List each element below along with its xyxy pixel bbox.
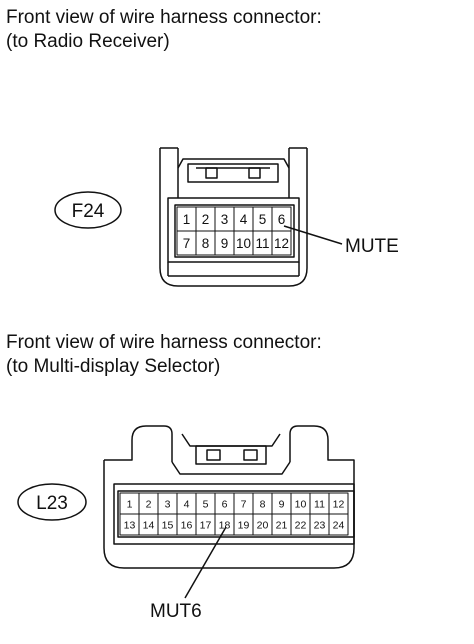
- pin-number: 1: [127, 499, 133, 511]
- caption-line-2: (to Multi-display Selector): [6, 356, 221, 377]
- pin-number: 23: [314, 520, 326, 532]
- pin-number: 6: [278, 212, 286, 227]
- pin-number: 24: [333, 520, 345, 532]
- connector-f24-badge: [54, 191, 122, 229]
- pin-number: 3: [165, 499, 171, 511]
- pin-number: 14: [143, 520, 155, 532]
- pin-number: 1: [183, 212, 191, 227]
- pin-number: 8: [260, 499, 266, 511]
- pin-number: 19: [238, 520, 250, 532]
- pin-number: 2: [146, 499, 152, 511]
- pin-number: 5: [203, 499, 209, 511]
- pin-number: 7: [183, 236, 191, 251]
- mut6-callout-line: [184, 526, 227, 599]
- pin-number: 22: [295, 520, 307, 532]
- caption-line-2: (to Radio Receiver): [6, 31, 170, 52]
- pin-number: 11: [255, 236, 269, 251]
- pin-number: 6: [222, 499, 228, 511]
- pin-number: 2: [202, 212, 210, 227]
- pin-number: 5: [259, 212, 267, 227]
- connector-l23-pin-block: [117, 490, 355, 538]
- pin-number: 7: [241, 499, 247, 511]
- connector-l23-housing: [103, 425, 355, 569]
- mute-label: MUTE: [345, 236, 399, 257]
- pin-number: 11: [314, 499, 325, 511]
- connector-caption-l23: Front view of wire harness connector: (t…: [6, 331, 322, 379]
- pin-number: 12: [333, 499, 345, 511]
- mute-callout-line: [283, 225, 343, 245]
- caption-line-1: Front view of wire harness connector:: [6, 332, 322, 353]
- connector-f24-pin-block: [174, 204, 295, 258]
- connector-f24-id: F24: [72, 201, 105, 222]
- connector-caption-f24: Front view of wire harness connector: (t…: [6, 6, 322, 54]
- pin-number: 17: [200, 520, 212, 532]
- pin-number: 9: [221, 236, 229, 251]
- caption-line-1: Front view of wire harness connector:: [6, 7, 322, 28]
- mut6-label: MUT6: [150, 601, 202, 622]
- pin-number: 4: [240, 212, 248, 227]
- pin-cell: [271, 230, 292, 256]
- pin-number: 18: [219, 520, 231, 532]
- pin-number: 4: [184, 499, 190, 511]
- connector-l23-badge: [17, 483, 87, 521]
- pin-cell: [328, 513, 349, 536]
- pin-number: 15: [162, 520, 174, 532]
- pin-number: 8: [202, 236, 210, 251]
- connector-l23-id: L23: [36, 493, 68, 514]
- pin-number: 16: [181, 520, 193, 532]
- pin-number: 13: [124, 520, 136, 532]
- pin-number: 10: [295, 499, 307, 511]
- pin-number: 9: [279, 499, 285, 511]
- pin-number: 10: [236, 236, 251, 251]
- pin-number: 21: [276, 520, 288, 532]
- pin-number: 20: [257, 520, 269, 532]
- pin-number: 12: [274, 236, 289, 251]
- pin-number: 3: [221, 212, 229, 227]
